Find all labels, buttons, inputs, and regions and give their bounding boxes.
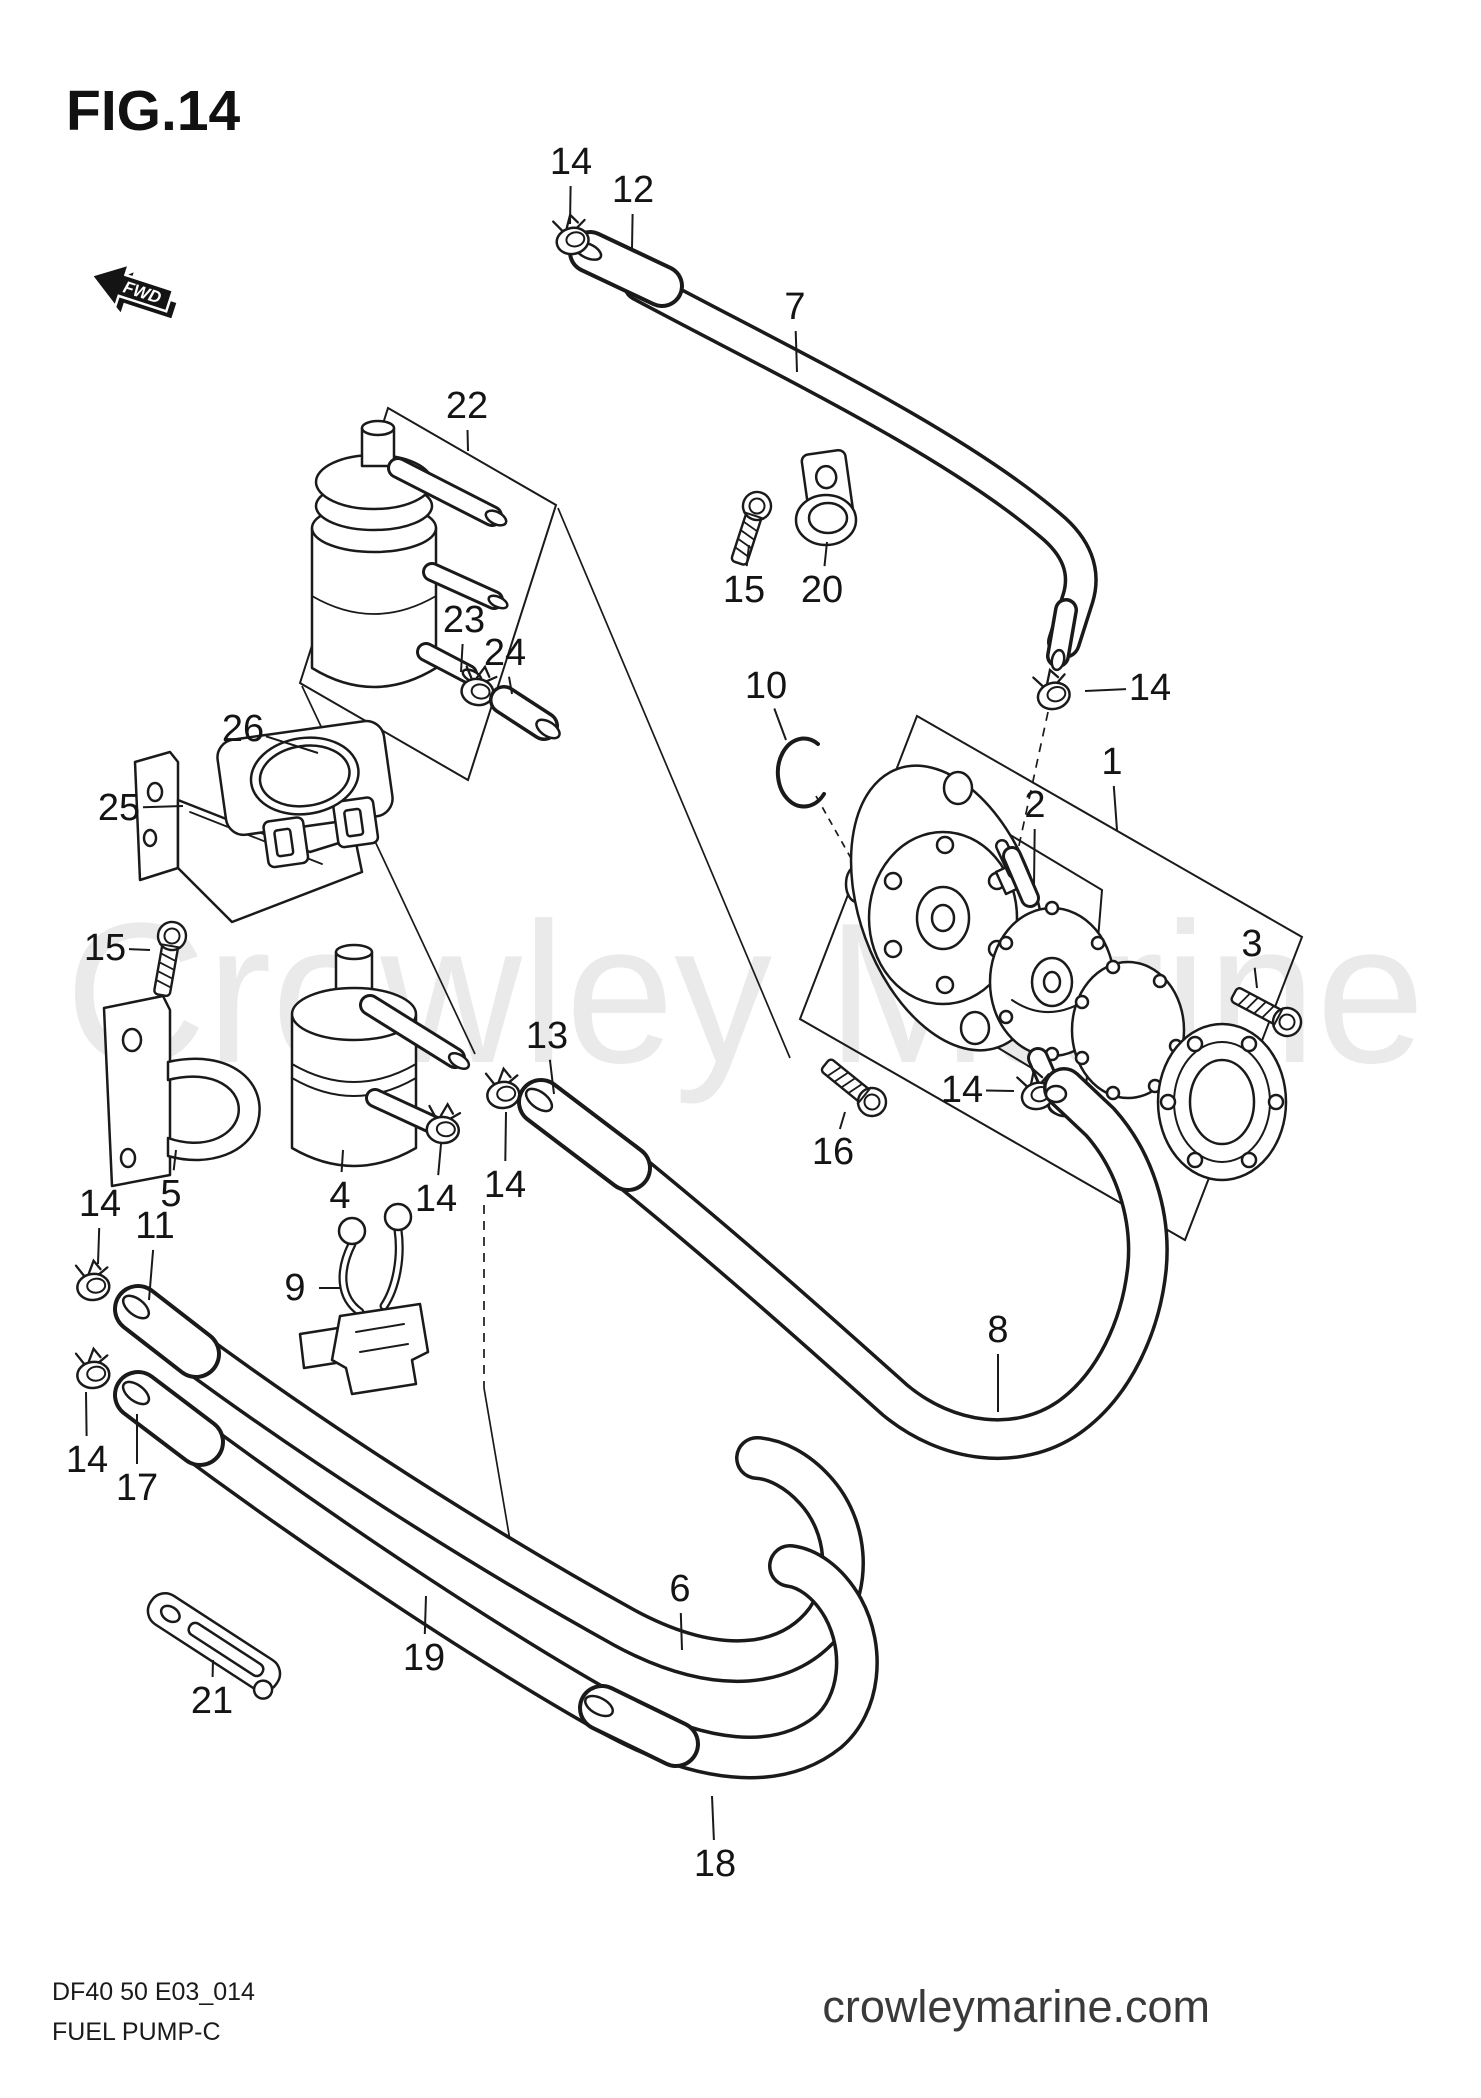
hose-11-6: [113, 1284, 865, 1684]
footer-diagram-name: FUEL PUMP-C: [52, 2018, 221, 2046]
callout-8: 8: [987, 1309, 1008, 1351]
callout-leader-5: [172, 1149, 177, 1171]
callout-leader-14: [97, 1227, 101, 1265]
figure-title: FIG.14: [66, 79, 241, 143]
strap-21: [146, 1592, 282, 1700]
callout-14: 14: [66, 1439, 108, 1481]
callout-19: 19: [403, 1637, 445, 1679]
callout-10: 10: [745, 665, 787, 707]
callout-leader-15: [745, 544, 750, 567]
footer-website[interactable]: crowleymarine.com: [822, 1981, 1210, 2032]
holder-9: [298, 1202, 430, 1396]
bracket-5: [102, 994, 261, 1188]
callout-25: 25: [98, 787, 140, 829]
callout-13: 13: [526, 1015, 568, 1057]
fuel-pump-box-1: [798, 714, 1304, 1242]
callout-leader-26: [265, 735, 319, 754]
callout-23: 23: [443, 599, 485, 641]
callout-leader-15: [128, 948, 151, 951]
o-ring-10: [775, 736, 826, 809]
callout-24: 24: [484, 632, 526, 674]
callout-26: 26: [222, 708, 264, 750]
callout-21: 21: [191, 1680, 233, 1722]
footer-diagram-code: DF40 50 E03_014: [52, 1978, 255, 2006]
callout-1: 1: [1101, 741, 1122, 783]
pump-gasket: [1070, 959, 1186, 1101]
callout-leader-22: [466, 429, 469, 452]
callout-leader-20: [823, 541, 828, 567]
fuel-filter-4: [290, 943, 471, 1168]
callout-leader-16: [838, 1111, 846, 1130]
callout-9: 9: [284, 1267, 305, 1309]
callout-leader-6: [679, 1612, 683, 1651]
callout-22: 22: [446, 385, 488, 427]
callout-16: 16: [812, 1131, 854, 1173]
fwd-arrow-body: [89, 262, 175, 313]
callout-leader-18: [711, 1795, 715, 1841]
fwd-arrow: FWD: [89, 262, 177, 319]
callout-5: 5: [160, 1173, 181, 1215]
callout-leader-10: [773, 708, 787, 741]
callout-15: 15: [723, 569, 765, 611]
callout-leader-14: [1084, 688, 1127, 692]
callout-4: 4: [329, 1175, 350, 1217]
hose-17-19-18: [113, 1370, 879, 1780]
cap-24: [489, 685, 561, 741]
callout-3: 3: [1241, 923, 1262, 965]
callout-17: 17: [116, 1467, 158, 1509]
callout-leader-19: [423, 1595, 427, 1635]
holder-26: [216, 719, 394, 869]
assembly-alignment-lines: [301, 507, 1049, 1553]
callout-leader-14: [985, 1089, 1015, 1092]
hose-7: [623, 268, 1098, 672]
callout-14: 14: [1129, 667, 1171, 709]
callout-2: 2: [1024, 784, 1045, 826]
callout-leader-7: [794, 330, 798, 373]
callout-14: 14: [415, 1178, 457, 1220]
callout-11: 11: [135, 1205, 174, 1247]
pump-flange: [1156, 1022, 1288, 1182]
callout-leader-25: [142, 805, 184, 809]
callout-leader-2: [1033, 828, 1036, 887]
callout-leader-13: [548, 1059, 555, 1095]
callout-leader-14: [85, 1391, 88, 1437]
callout-leader-24: [508, 676, 513, 695]
callout-18: 18: [694, 1843, 736, 1885]
callout-14: 14: [484, 1164, 526, 1206]
callout-6: 6: [669, 1568, 690, 1610]
callout-leader-3: [1253, 967, 1258, 989]
callout-leader-12: [631, 213, 634, 250]
callout-leader-4: [340, 1149, 344, 1173]
vapor-separator-canister: [310, 419, 509, 689]
callout-leader-14: [504, 1111, 507, 1162]
callout-7: 7: [784, 286, 805, 328]
callout-12: 12: [612, 169, 654, 211]
callout-leader-1: [1112, 785, 1118, 831]
callout-14: 14: [550, 141, 592, 183]
callout-leader-14: [437, 1143, 442, 1176]
callout-20: 20: [801, 569, 843, 611]
callout-leader-23: [460, 643, 464, 673]
hose-8-13: [517, 1067, 1169, 1461]
callout-14: 14: [941, 1069, 983, 1111]
clamp-bracket-20: [794, 448, 858, 547]
callout-leader-14: [569, 185, 572, 225]
callout-14: 14: [79, 1183, 121, 1225]
callout-15: 15: [84, 927, 126, 969]
callout-leader-11: [148, 1249, 155, 1301]
